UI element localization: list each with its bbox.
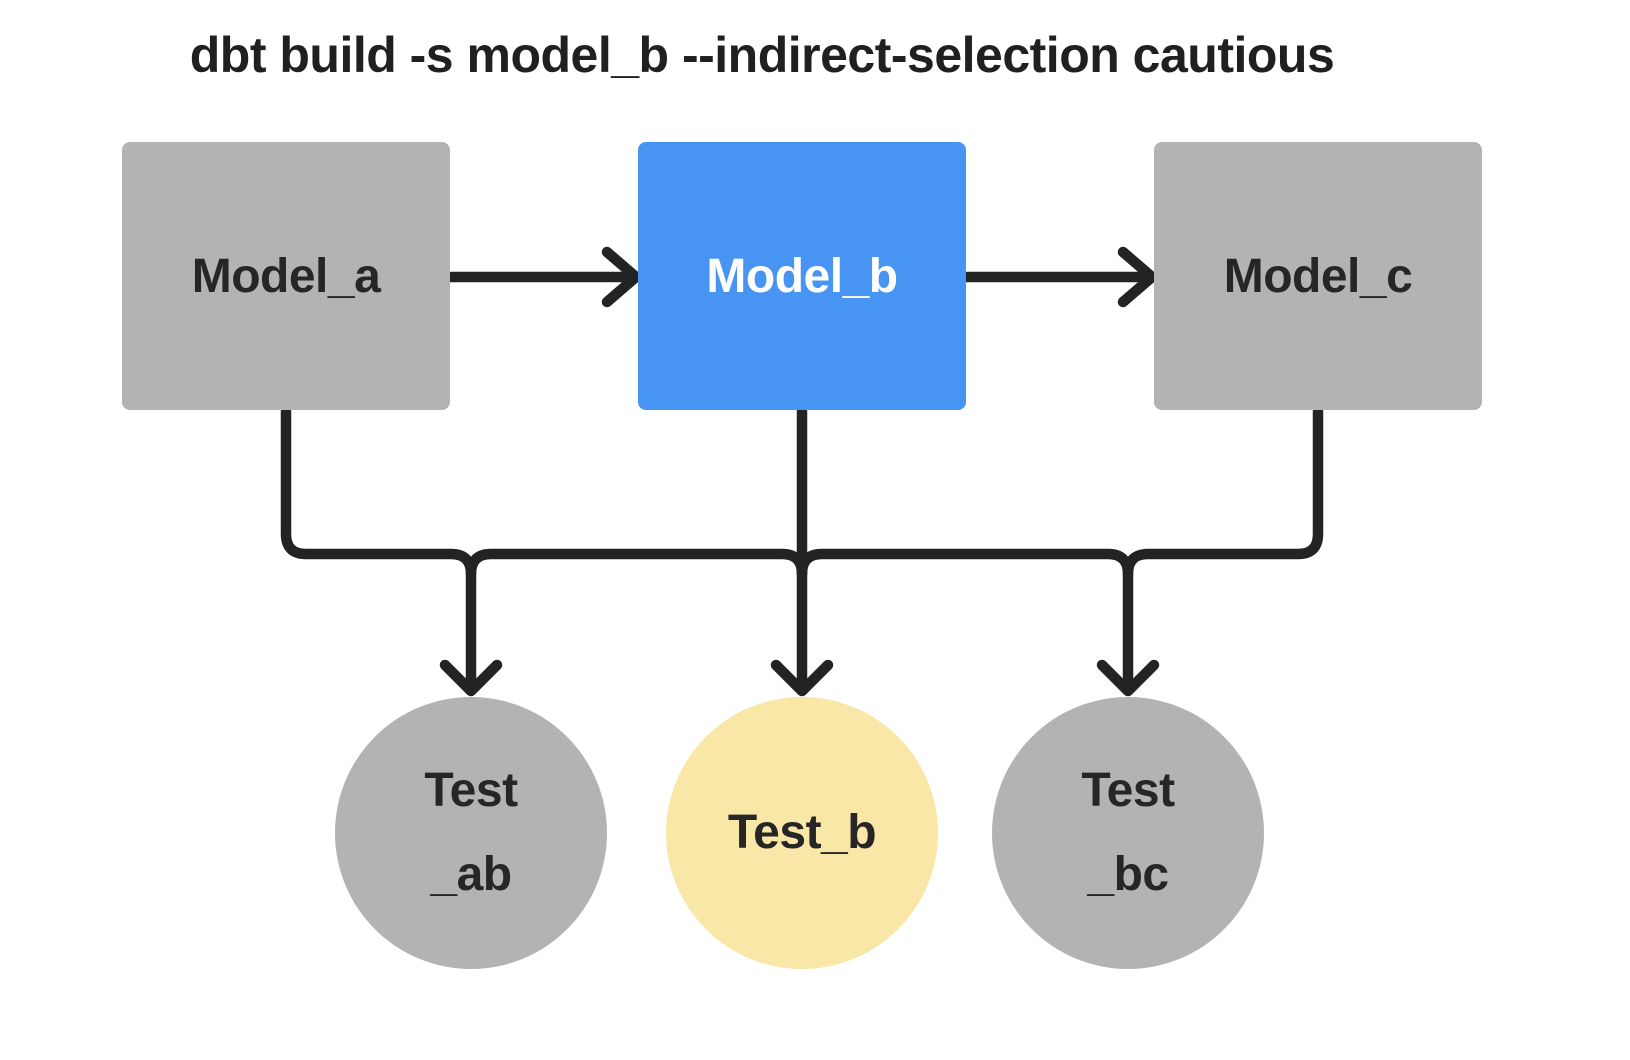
node-test-ab-label-line1: Test [424,764,518,817]
node-model-c-label: Model_c [1223,249,1413,303]
node-test-bc-label-line1: Test [1081,764,1175,817]
node-model-a-label: Model_a [191,249,381,303]
node-test-ab: Test _ab [335,697,607,969]
edge-bus-model-b-to-test-bc [796,548,1134,692]
edge-model-b-to-model-c [961,246,1158,308]
arrowhead-test-bc [1096,659,1160,697]
arrowhead-test-ab [439,659,503,697]
edge-bus-test-ab-to-model-b [465,548,808,580]
node-model-a: Model_a [122,142,450,410]
edge-model-a-to-model-b [445,246,642,308]
node-model-c: Model_c [1154,142,1482,410]
edge-model-c-to-test-bc [1122,405,1324,580]
node-test-ab-label-line2: _ab [430,848,512,901]
node-test-b-label: Test_b [727,806,877,859]
node-model-b: Model_b [638,142,966,410]
node-test-bc: Test _bc [992,697,1264,969]
node-test-b: Test_b [666,697,938,969]
node-test-bc-label-line2: _bc [1087,848,1169,901]
edge-model-a-to-test-ab [280,405,477,692]
arrowhead-test-b [770,659,834,697]
node-model-b-label: Model_b [706,249,898,303]
diagram-title: dbt build -s model_b --indirect-selectio… [189,27,1335,83]
